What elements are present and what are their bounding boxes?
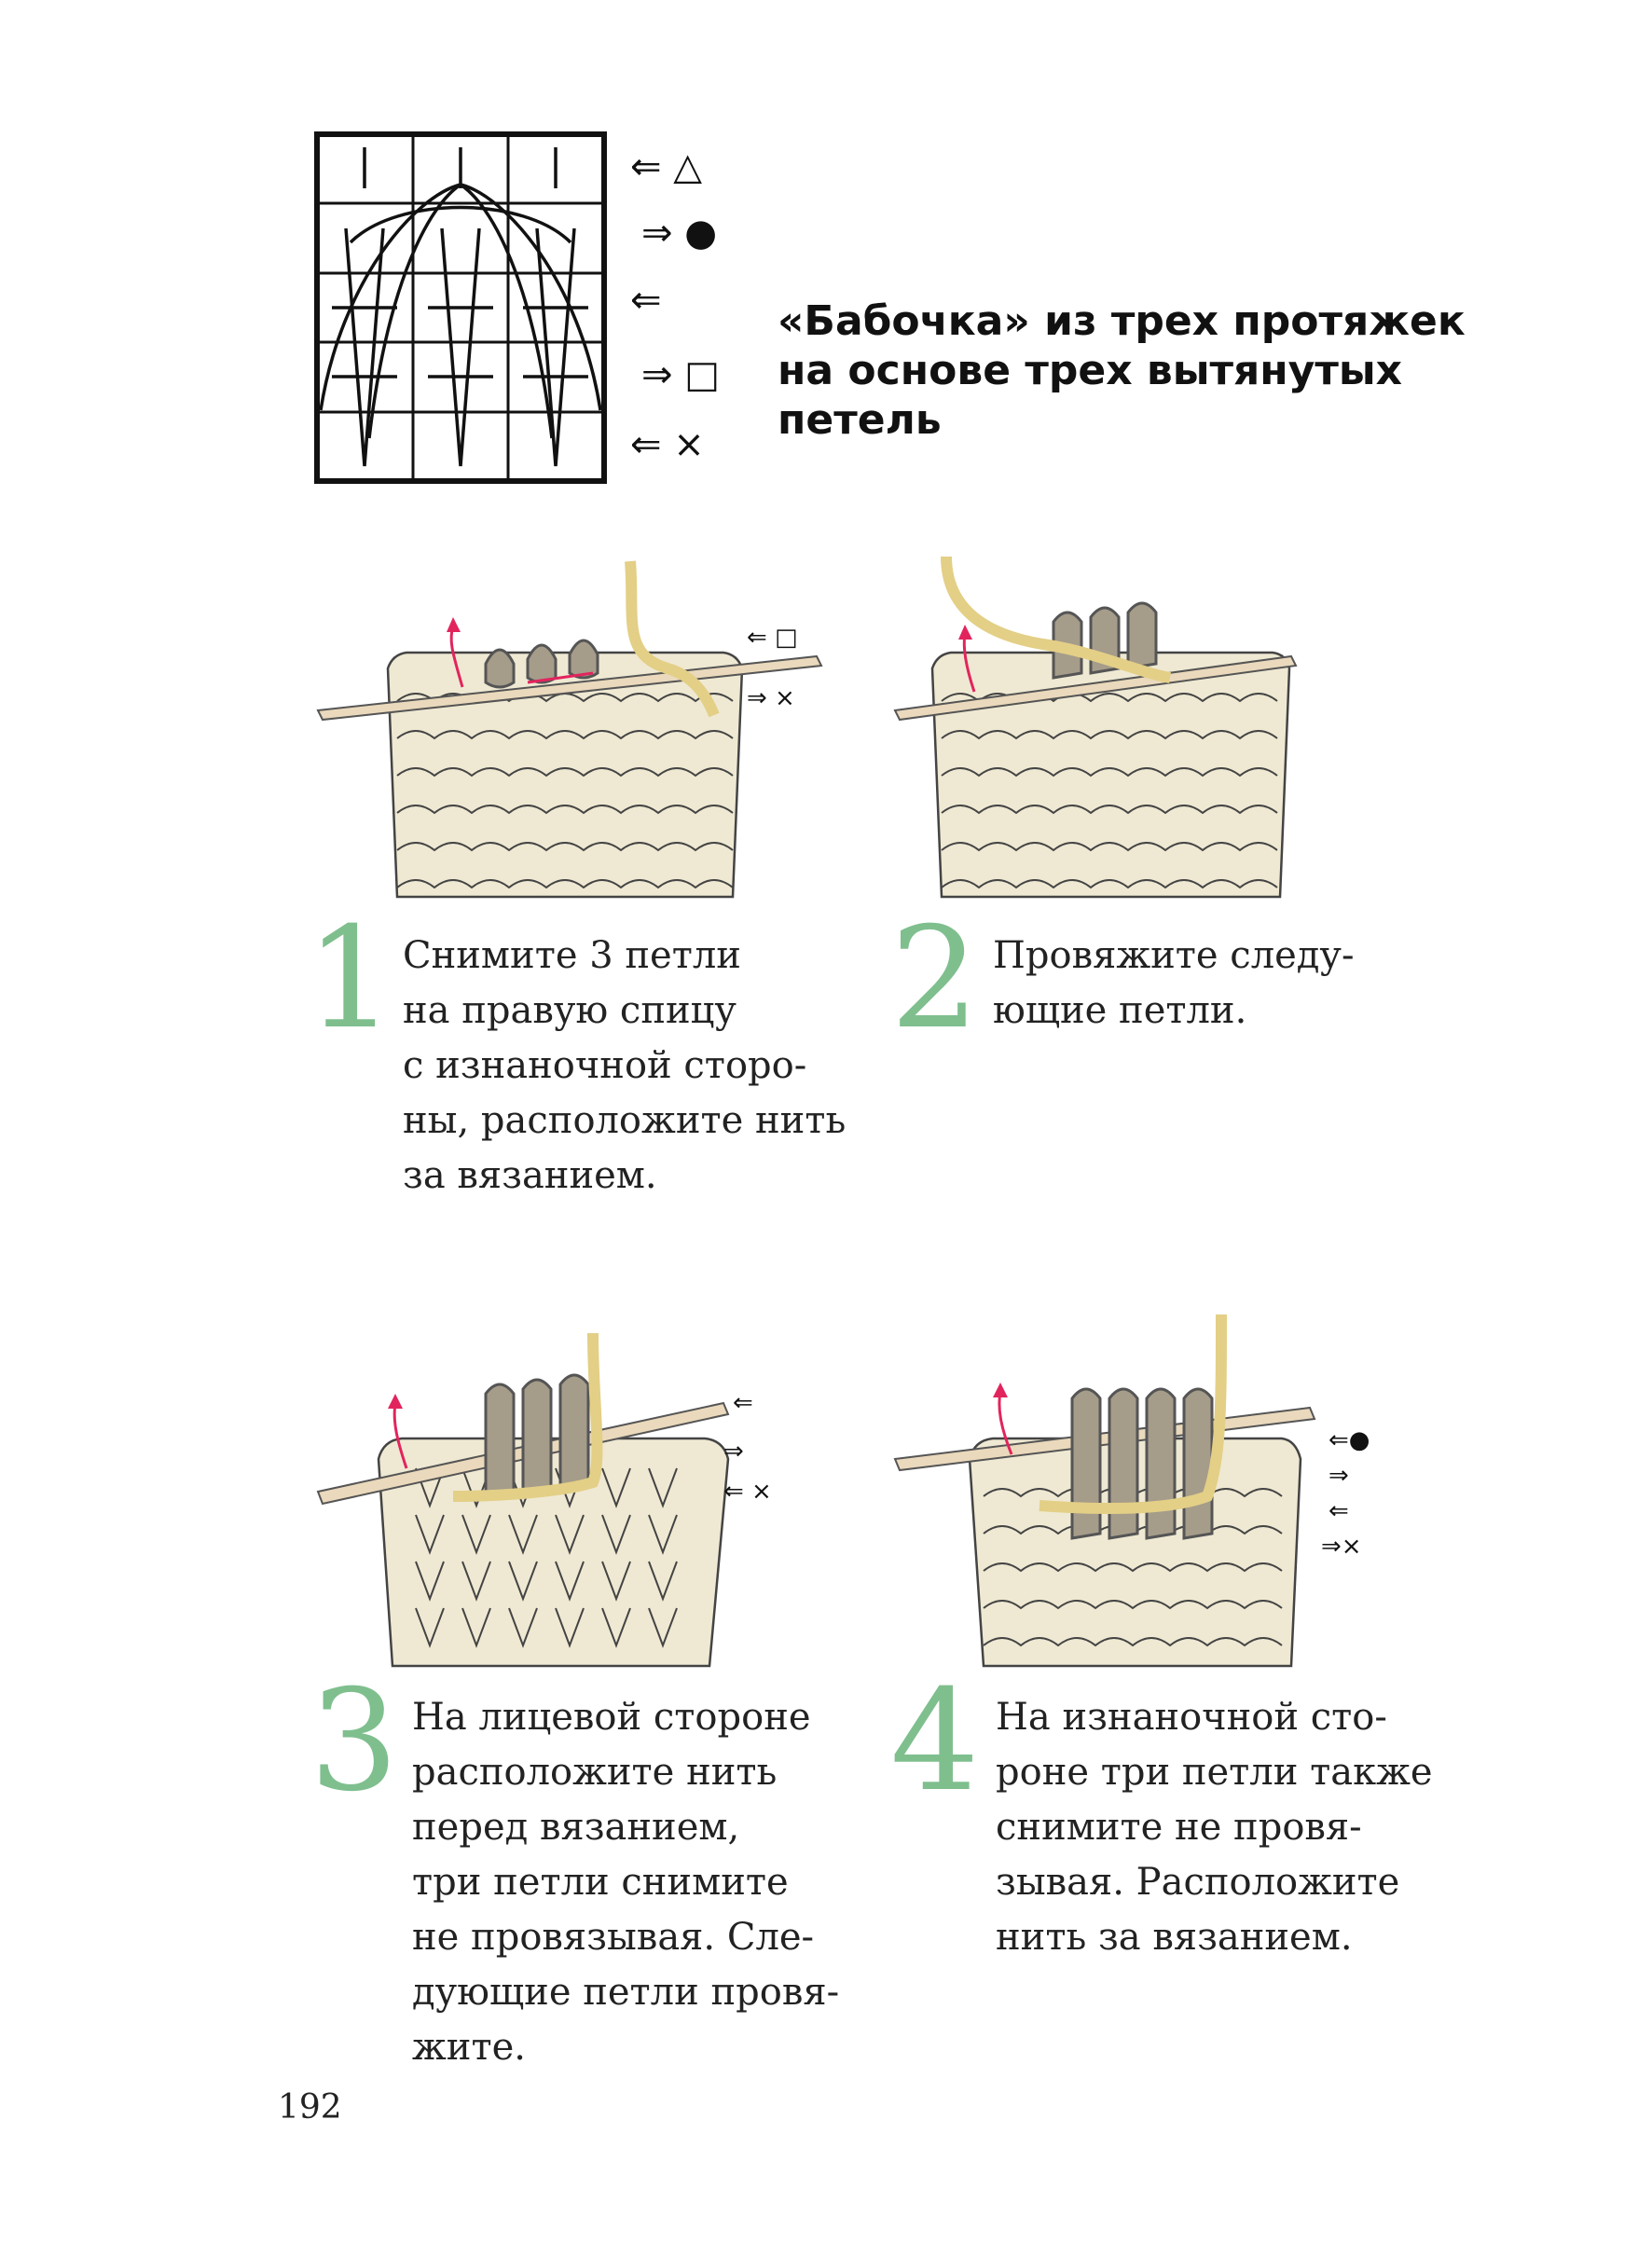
step-4-text: На изнаночной сто- роне три петли также … [996,1690,1433,1965]
step-line: за вязанием. [403,1154,657,1197]
step-number-3: 3 [310,1660,399,1823]
chart-row-legend: ⇐ △ ⇒ ● ⇐ ⇒ □ ⇐ × [630,145,720,466]
chart-row-marker: ⇒ ● [641,212,717,255]
step-line: зывая. Расположите [996,1861,1400,1904]
row-marker: ⇐ × [723,1478,772,1506]
step-number-2: 2 [890,898,980,1060]
step-number-4: 4 [890,1660,980,1823]
chart-butterfly-strands [319,183,602,439]
step-1-illustration: ⇐ □ ⇒ × [316,560,823,899]
row-marker: ⇒ [1328,1462,1349,1490]
step-line: перед вязанием, [412,1806,740,1849]
step-line: На изнаночной сто- [996,1696,1387,1739]
chart-grid [314,131,607,484]
step-line: дующие петли провя- [412,1971,840,2014]
step-line: нить за вязанием. [996,1916,1353,1959]
step-1-text: Снимите 3 петли на правую спицу с изнано… [403,929,846,1204]
title-line: петель [778,396,942,444]
chart-row-marker: ⇒ □ [641,353,720,396]
row-marker: ⇐● [1328,1426,1370,1454]
page-title: «Бабочка» из трех протяжек на основе тре… [778,296,1467,445]
knitting-chart: ⇐ △ ⇒ ● ⇐ ⇒ □ ⇐ × [314,131,720,484]
step-3-illustration: ⇐ ⇒ ⇐ × [316,1332,772,1668]
step-number-1: 1 [306,898,395,1060]
row-marker: ⇐ [1328,1497,1349,1525]
step-line: ны, расположите нить [403,1099,847,1142]
svg-text:⇒ □: ⇒ □ [641,353,720,396]
chart-elongated-loops [344,227,576,467]
svg-text:⇐ △: ⇐ △ [630,145,702,188]
step-line: расположите нить [412,1751,778,1794]
chart-row-marker: ⇐ × [630,423,705,466]
chart-row-marker: ⇐ △ [630,145,702,188]
row-marker: ⇐ [733,1389,753,1417]
step-line: Снимите 3 петли [403,934,741,977]
svg-text:⇐ ×: ⇐ × [630,423,705,466]
step-2-text: Провяжите следу- ющие петли. [993,929,1354,1039]
step-line: не провязывая. Сле- [412,1916,815,1959]
row-marker: ⇐ □ [747,624,798,652]
row-marker: ⇒ [723,1438,744,1466]
step-line: ющие петли. [993,989,1247,1032]
step-line: на правую спицу [403,989,737,1032]
step-3-text: На лицевой стороне расположите нить пере… [412,1690,839,2075]
step-line: с изнаночной сторо- [403,1044,807,1087]
title-line: на основе трех вытянутых [778,347,1403,394]
step-line: снимите не провя- [996,1806,1362,1849]
row-marker: ⇒ × [747,684,795,712]
step-line: жите. [412,2026,526,2069]
step-line: Провяжите следу- [993,934,1355,977]
step-2-illustration [893,556,1298,899]
step-line: На лицевой стороне [412,1696,811,1739]
title-line: «Бабочка» из трех протяжек [778,297,1466,345]
chart-row-marker: ⇐ [630,279,662,322]
chart-knit-symbols [332,147,588,378]
svg-text:⇐: ⇐ [630,279,662,322]
step-4-illustration: ⇐● ⇒ ⇐ ⇒× [893,1314,1370,1668]
page-number: 192 [278,2088,342,2126]
row-marker: ⇒× [1321,1533,1362,1561]
step-line: роне три петли также [996,1751,1433,1794]
step-line: три петли снимите [412,1861,789,1904]
svg-text:⇒ ●: ⇒ ● [641,212,717,255]
